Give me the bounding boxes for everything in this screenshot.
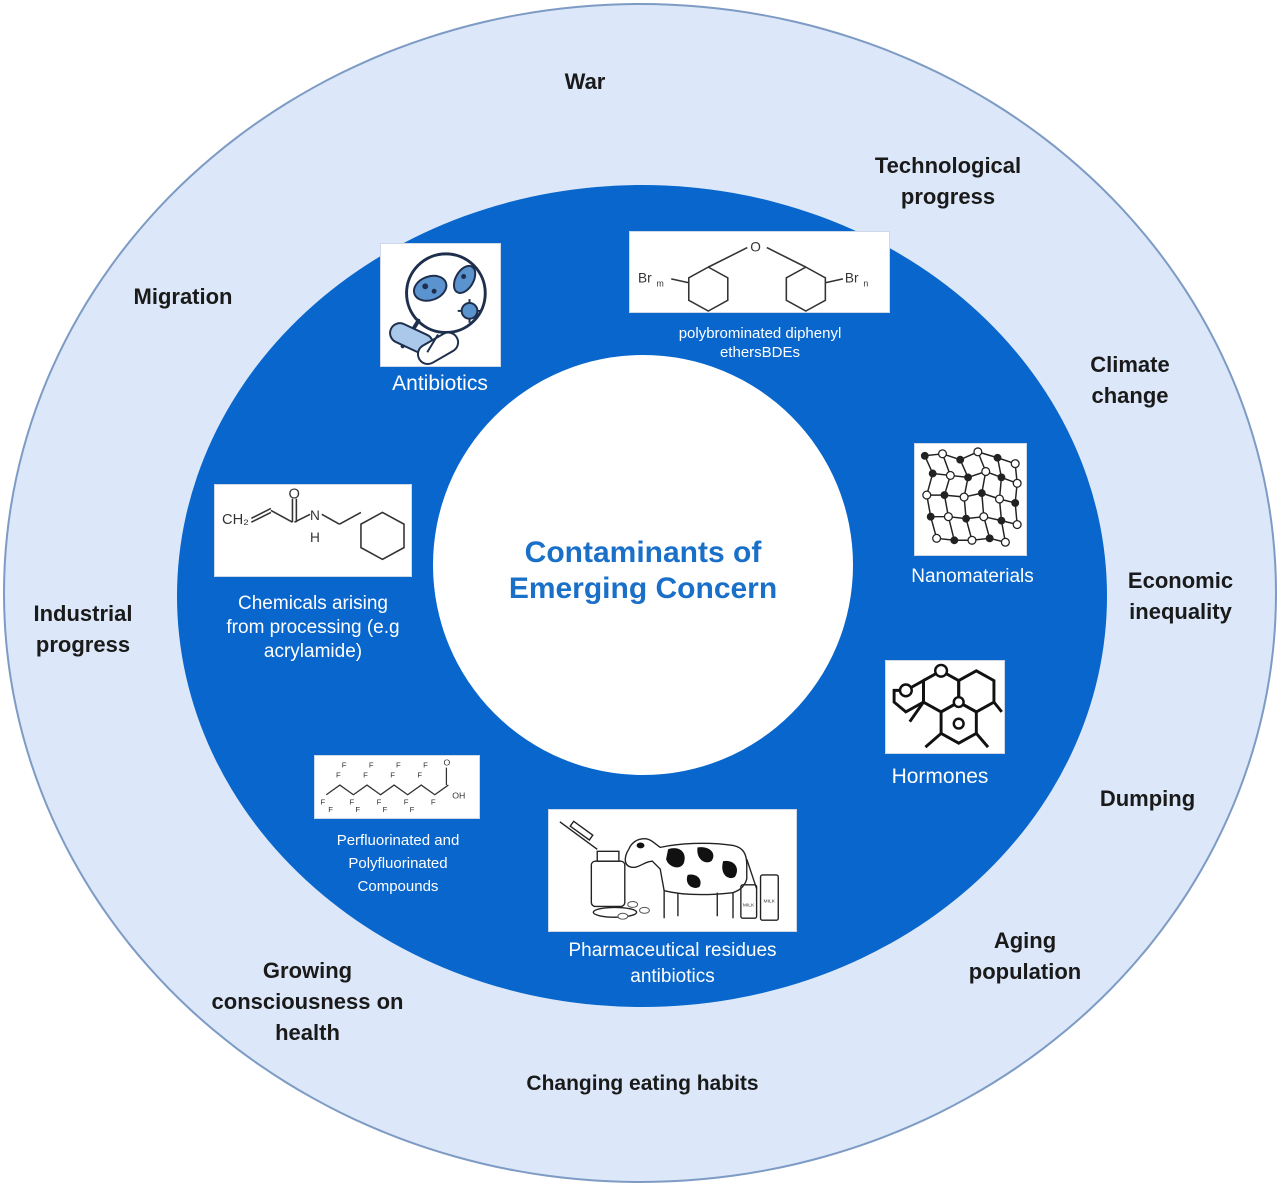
- driver-industrial-progress: Industrial progress: [8, 598, 158, 660]
- label-pfas-line3: Compounds: [357, 878, 439, 895]
- driver-dumping: Dumping: [1099, 786, 1196, 811]
- pfas-oh: OH: [452, 791, 465, 801]
- driver-health-consciousness: Growing consciousness on health: [190, 955, 425, 1048]
- svg-text:F: F: [396, 761, 401, 770]
- svg-text:F: F: [328, 805, 333, 814]
- driver-technological-line2: progress: [900, 184, 996, 209]
- driver-aging-line2: population: [968, 959, 1082, 984]
- milk-label-1: MILK: [743, 902, 755, 908]
- driver-industrial-line1: Industrial: [33, 601, 133, 626]
- label-pharma-line2: antibiotics: [630, 966, 715, 987]
- pbde-br-left: Br: [638, 271, 652, 286]
- label-hormones: Hormones: [891, 765, 989, 788]
- svg-text:F: F: [350, 797, 355, 806]
- driver-climate-line1: Climate: [1090, 352, 1170, 377]
- label-pharma-line1: Pharmaceutical residues: [568, 940, 777, 961]
- label-pbde: polybrominated diphenyl ethersBDEs: [620, 324, 900, 362]
- acrylamide-h: H: [310, 530, 320, 545]
- driver-health-line3: health: [275, 1020, 340, 1045]
- acrylamide-n: N: [310, 508, 320, 523]
- svg-text:F: F: [417, 770, 422, 779]
- label-pfas-line1: Perfluorinated and: [336, 832, 460, 849]
- label-pbde-line2: ethersBDEs: [719, 344, 801, 361]
- svg-text:F: F: [336, 770, 341, 779]
- label-nanomaterials: Nanomaterials: [911, 566, 1034, 587]
- svg-text:F: F: [431, 797, 436, 806]
- label-chemicals-line2: from processing (e.g: [226, 617, 400, 638]
- label-chemicals-processing: Chemicals arising from processing (e.g a…: [188, 592, 438, 664]
- svg-text:F: F: [320, 797, 325, 806]
- acrylamide-ch2: CH₂: [222, 512, 249, 528]
- acrylamide-structure-icon: CH₂ O N H: [214, 484, 412, 577]
- label-antibiotics: Antibiotics: [392, 372, 488, 395]
- livestock-pharma-icon: MILK MILK: [548, 809, 797, 932]
- pbde-br-right-sub: n: [863, 279, 868, 289]
- driver-economic-line2: inequality: [1129, 599, 1232, 624]
- svg-text:F: F: [377, 797, 382, 806]
- driver-health-line1: Growing: [262, 958, 353, 983]
- label-chemicals-line1: Chemicals arising: [238, 593, 388, 614]
- driver-economic-line1: Economic: [1127, 568, 1234, 593]
- pbde-br-left-sub: m: [657, 279, 664, 289]
- svg-text:F: F: [382, 805, 387, 814]
- svg-text:F: F: [363, 770, 368, 779]
- label-pfas-line2: Polyfluorinated: [348, 855, 448, 872]
- pbde-br-right: Br: [845, 271, 859, 286]
- hormones-structure-icon: [885, 660, 1005, 754]
- driver-technological-line1: Technological: [874, 153, 1022, 178]
- pfas-oxygen: O: [444, 758, 451, 768]
- acrylamide-oxygen: O: [289, 487, 300, 503]
- driver-technological-progress: Technological progress: [838, 150, 1058, 212]
- pbde-oxygen: O: [750, 240, 761, 255]
- svg-text:F: F: [342, 761, 347, 770]
- svg-text:F: F: [410, 805, 415, 814]
- driver-migration: Migration: [133, 284, 233, 309]
- driver-industrial-line2: progress: [35, 632, 131, 657]
- svg-text:F: F: [390, 770, 395, 779]
- svg-text:F: F: [423, 761, 428, 770]
- driver-changing-eating-habits: Changing eating habits: [526, 1072, 759, 1095]
- driver-aging-line1: Aging: [993, 928, 1057, 953]
- driver-war: War: [564, 69, 606, 94]
- driver-economic-inequality: Economic inequality: [1108, 565, 1253, 627]
- driver-climate-line2: change: [1091, 383, 1169, 408]
- center-title: Contaminants of Emerging Concern: [433, 535, 853, 607]
- driver-aging-population: Aging population: [945, 925, 1105, 987]
- antibiotics-icon: [380, 243, 501, 367]
- driver-health-line2: consciousness on: [211, 989, 404, 1014]
- center-disc: [433, 355, 853, 775]
- label-pbde-line1: polybrominated diphenyl: [678, 325, 842, 342]
- svg-text:F: F: [404, 797, 409, 806]
- svg-text:F: F: [369, 761, 374, 770]
- label-chemicals-line3: acrylamide): [263, 641, 363, 662]
- pbde-structure-icon: O Br m Br n: [629, 231, 890, 313]
- driver-climate-change: Climate change: [1060, 349, 1200, 411]
- label-pfas: Perfluorinated and Polyfluorinated Compo…: [300, 829, 496, 898]
- center-title-line1: Contaminants of: [524, 536, 762, 569]
- nanomaterials-icon: [914, 443, 1027, 556]
- svg-text:F: F: [355, 805, 360, 814]
- milk-label-2: MILK: [763, 898, 775, 904]
- center-title-line2: Emerging Concern: [508, 572, 778, 605]
- label-pharmaceutical-residues: Pharmaceutical residues antibiotics: [520, 938, 825, 990]
